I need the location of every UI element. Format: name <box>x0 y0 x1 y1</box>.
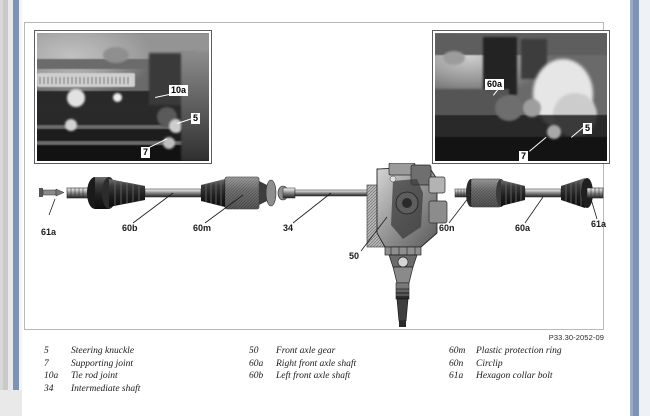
legend-key: 34 <box>44 383 54 394</box>
art-circlip-end <box>454 188 468 198</box>
art-label-60a: 60a <box>515 223 531 233</box>
art-label-60n: 60n <box>439 223 455 233</box>
art-cv-boot-left <box>109 179 145 207</box>
photo-left-inner-fender <box>181 51 209 161</box>
photo-left-boss-a <box>67 89 85 107</box>
art-cv-boot-inner-right <box>501 180 525 206</box>
legend-value: Hexagon collar bolt <box>476 371 553 381</box>
callout-60a: 60a <box>485 79 505 90</box>
legend-item: 5 Steering knuckle <box>44 346 244 356</box>
legend-key: 10a <box>44 371 59 381</box>
legend-column-3: 60m Plastic protection ring 60n Circlip … <box>449 346 649 384</box>
art-label-61a-right: 61a <box>591 219 607 229</box>
legend-key: 50 <box>249 346 259 356</box>
art-label-34: 34 <box>283 223 294 233</box>
figure-frame: 10a 5 7 <box>24 22 610 330</box>
legend-column-1: 5 Steering knuckle 7 Supporting joint 10… <box>44 346 244 396</box>
art-front-axle-gear <box>366 163 448 327</box>
art-leader-lines <box>48 192 598 252</box>
legend-value: Right front axle shaft <box>276 358 357 369</box>
legend-value: Front axle gear <box>276 346 336 356</box>
legend-value: Supporting joint <box>71 358 134 369</box>
photo-right-axle-flange <box>495 95 523 121</box>
legend-value: Plastic protection ring <box>476 346 562 356</box>
photo-left-fins <box>39 77 131 84</box>
legend-item: 60b Left front axle shaft <box>249 371 449 381</box>
legend-item: 60a Right front axle shaft <box>249 359 449 369</box>
photo-right-axle-shaft-end <box>523 99 541 117</box>
viewer-right-gutter[interactable] <box>622 0 650 416</box>
legend-key: 60b <box>249 371 264 381</box>
legend-item: 50 Front axle gear <box>249 346 449 356</box>
legend-item: 60m Plastic protection ring <box>449 346 649 356</box>
legend-value: Circlip <box>476 358 503 369</box>
legend-value: Left front axle shaft <box>276 371 351 381</box>
photo-left-boss-b <box>65 119 77 131</box>
art-label-60b: 60b <box>122 223 138 233</box>
callout-7: 7 <box>519 151 529 161</box>
viewer-left-gutter[interactable] <box>0 0 22 416</box>
legend-value: Tie rod joint <box>71 371 118 381</box>
front-axle-assembly-drawing: 61a 60b 60m 34 50 60n 60a 61a <box>25 163 607 329</box>
legend-item: 60n Circlip <box>449 359 649 369</box>
legend-item: 34 Intermediate shaft <box>44 384 244 394</box>
photo-left-subframe <box>37 103 209 112</box>
legend-item: 61a Hexagon collar bolt <box>449 371 649 381</box>
art-cv-boot-inner-left <box>201 179 225 207</box>
legend: 5 Steering knuckle 7 Supporting joint 10… <box>24 346 604 408</box>
art-label-61a-left: 61a <box>41 227 57 237</box>
legend-key: 61a <box>449 371 464 381</box>
callout-5: 5 <box>583 123 593 134</box>
callout-7: 7 <box>141 147 151 158</box>
document-page: 10a 5 7 <box>22 0 622 416</box>
legend-key: 7 <box>44 358 49 369</box>
photo-left-crossmember <box>37 59 153 69</box>
photo-left-supporting-joint <box>163 137 175 149</box>
photo-right-shadow-band <box>435 115 607 141</box>
legend-key: 60a <box>249 358 264 369</box>
legend-value: Steering knuckle <box>71 346 135 356</box>
photo-right-bracket <box>443 51 465 65</box>
art-hex-bolt-left <box>39 188 65 197</box>
legend-item: 7 Supporting joint <box>44 359 244 369</box>
art-label-50: 50 <box>349 251 360 261</box>
photo-left-hose <box>103 47 129 63</box>
art-protection-ring <box>224 176 260 210</box>
figure-part-number: P33.30-2052-09 <box>548 333 604 342</box>
viewer-bottom-left-corner <box>0 390 22 416</box>
legend-key: 5 <box>44 346 49 356</box>
photo-left-floor-shadow <box>37 145 209 161</box>
photo-left-highlight <box>113 93 122 102</box>
front-axle-right-photo: 60a 5 7 <box>432 30 610 164</box>
legend-value: Intermediate shaft <box>71 383 141 394</box>
photo-right-supporting-joint <box>547 125 561 139</box>
callout-5: 5 <box>191 113 201 124</box>
legend-column-2: 50 Front axle gear 60a Right front axle … <box>249 346 449 384</box>
legend-item: 10a Tie rod joint <box>44 371 244 381</box>
front-axle-left-photo: 10a 5 7 <box>34 30 212 164</box>
callout-10a: 10a <box>169 85 189 96</box>
art-label-60m: 60m <box>193 223 212 233</box>
legend-key: 60n <box>449 358 464 369</box>
legend-key: 60m <box>449 346 466 356</box>
